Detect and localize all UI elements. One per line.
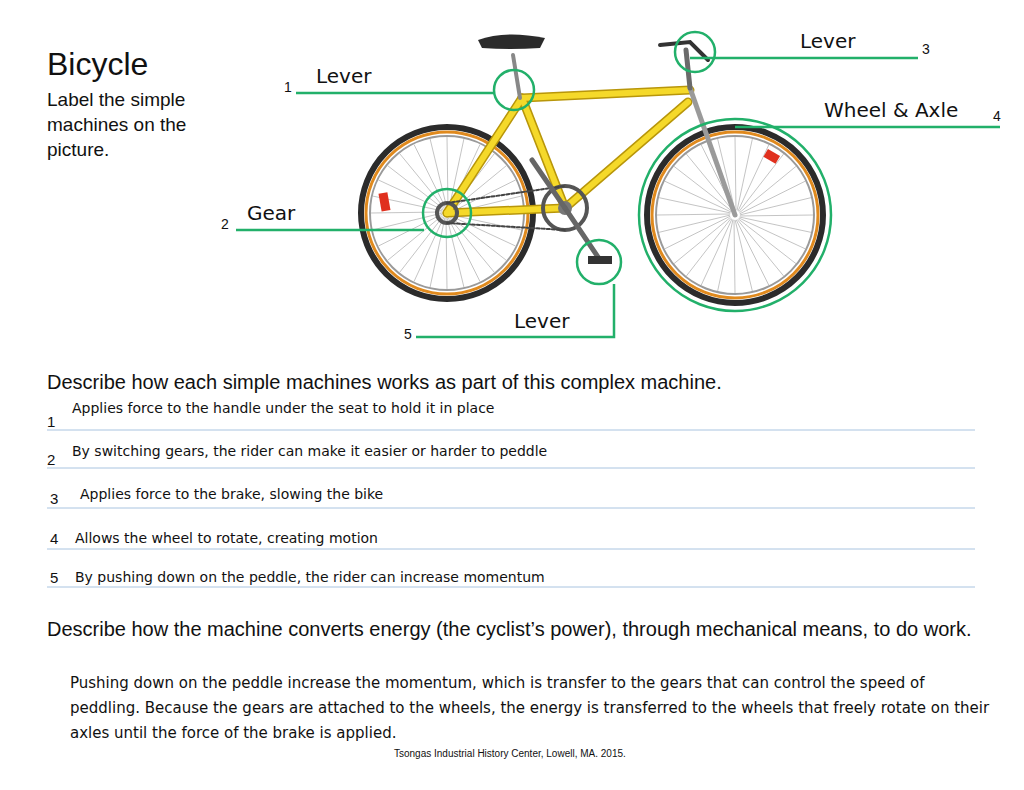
- bicycle-frame: [437, 34, 735, 264]
- part-label: Gear: [247, 201, 295, 225]
- answer-number: 4: [50, 530, 58, 547]
- instruction-text: Label the simple machines on the picture…: [47, 87, 232, 162]
- footer-credit: Tsongas Industrial History Center, Lowel…: [394, 748, 626, 759]
- answer-text: By pushing down on the peddle, the rider…: [75, 569, 545, 585]
- callout-number: 4: [993, 108, 1001, 124]
- answer-lines: [47, 430, 975, 587]
- answer-text: By switching gears, the rider can make i…: [72, 443, 547, 459]
- question-heading: Describe how each simple machines works …: [47, 371, 722, 394]
- answer-number: 2: [47, 451, 55, 468]
- question-heading: Describe how the machine converts energy…: [47, 616, 977, 642]
- part-label: Wheel & Axle: [824, 98, 958, 122]
- leader-lines: [236, 32, 1000, 337]
- answer-number: 3: [50, 490, 58, 507]
- part-label: Lever: [316, 64, 371, 88]
- bicycle-wheels: [361, 127, 823, 303]
- answer-text: Applies force to the handle under the se…: [72, 400, 494, 416]
- callout-number: 1: [284, 79, 292, 95]
- answer-number: 1: [47, 413, 55, 430]
- part-label: Lever: [800, 29, 855, 53]
- answer-text: Applies force to the brake, slowing the …: [80, 486, 383, 502]
- page-title: Bicycle: [47, 46, 148, 83]
- answer-number: 5: [50, 569, 58, 586]
- callout-number: 5: [404, 326, 412, 342]
- answer-paragraph: Pushing down on the peddle increase the …: [70, 671, 990, 746]
- part-label: Lever: [514, 309, 569, 333]
- callout-number: 3: [922, 41, 930, 57]
- answer-text: Allows the wheel to rotate, creating mot…: [75, 530, 378, 546]
- callout-number: 2: [221, 216, 229, 232]
